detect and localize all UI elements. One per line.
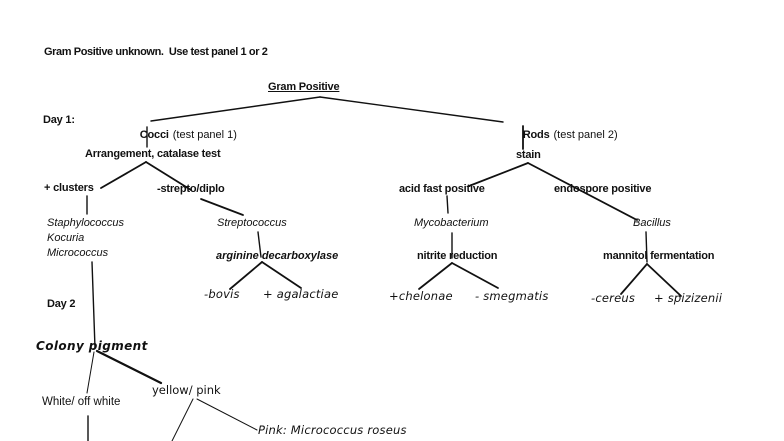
cocci-node: Cocci(test panel 1) bbox=[122, 114, 237, 155]
genus-bacillus: Bacillus bbox=[633, 217, 671, 229]
agalactiae-leaf: + agalactiae bbox=[263, 287, 339, 301]
white-branch-label: White/ off white bbox=[42, 396, 121, 408]
root-node-label: Gram Positive bbox=[268, 81, 340, 93]
connector-arrangement-right bbox=[145, 161, 192, 191]
endospore-result-label: endospore positive bbox=[554, 183, 652, 195]
clusters-result-label: + clusters bbox=[44, 182, 94, 194]
bovis-leaf: -bovis bbox=[204, 287, 240, 301]
cocci-panel-note: (test panel 1) bbox=[172, 129, 237, 141]
connector-stain-left bbox=[468, 162, 529, 187]
rods-panel-note: (test panel 2) bbox=[553, 129, 618, 141]
day2-label: Day 2 bbox=[47, 298, 76, 310]
connector-colony-to-yellowpink bbox=[95, 349, 163, 385]
connector-strepto-diag bbox=[200, 198, 244, 216]
genus-staphylococcus: Staphylococcus bbox=[47, 217, 125, 229]
pink-note: Pink: Micrococcus roseus bbox=[258, 423, 407, 437]
connector-bacillus-down bbox=[645, 231, 648, 263]
day1-label: Day 1: bbox=[43, 114, 75, 126]
smegmatis-leaf: - smegmatis bbox=[475, 289, 549, 303]
rods-node: Rods(test panel 2) bbox=[505, 114, 618, 155]
cocci-label: Cocci bbox=[139, 129, 169, 141]
genus-micrococcus: Micrococcus bbox=[47, 247, 109, 259]
page-title: Gram Positive unknown. Use test panel 1 … bbox=[44, 46, 268, 58]
cereus-leaf: -cereus bbox=[591, 291, 636, 305]
connector-yellowpink-down-left bbox=[171, 398, 194, 441]
acid-fast-result-label: acid fast positive bbox=[399, 183, 485, 195]
nitrite-test-label: nitrite reduction bbox=[417, 250, 498, 262]
genus-kocuria: Kocuria bbox=[47, 232, 85, 244]
connector-streptococcus-down bbox=[257, 231, 262, 258]
rods-label: Rods bbox=[522, 129, 550, 141]
arginine-test-label: arginine decarboxylase bbox=[216, 250, 339, 262]
stain-test-label: stain bbox=[516, 149, 541, 161]
connector-arginine-right bbox=[261, 261, 302, 289]
yellow-pink-branch-label: yellow/ pink bbox=[152, 383, 221, 397]
connector-mannitol-right bbox=[646, 263, 682, 297]
mannitol-test-label: mannitol fermentation bbox=[603, 250, 715, 262]
colony-pigment-test-label: Colony pigment bbox=[36, 339, 148, 353]
connector-acidfast-down bbox=[446, 195, 449, 214]
connector-micrococcus-to-colony bbox=[91, 261, 96, 349]
genus-mycobacterium: Mycobacterium bbox=[414, 217, 489, 229]
connector-root-to-cocci bbox=[150, 96, 321, 122]
connector-arrangement-left bbox=[100, 161, 147, 189]
arrangement-test-label: Arrangement, catalase test bbox=[85, 148, 221, 160]
spizizenii-leaf: + spizizenii bbox=[654, 291, 723, 305]
strepto-result-label: -strepto/diplo bbox=[157, 183, 225, 195]
chelonae-leaf: +chelonae bbox=[389, 289, 453, 303]
connector-stain-to-bacillus bbox=[527, 162, 638, 221]
connector-yellowpink-to-pink bbox=[196, 398, 258, 431]
connector-mannitol-left bbox=[620, 263, 648, 295]
connector-root-to-rods bbox=[319, 96, 504, 123]
connector-nitrite-left bbox=[418, 262, 453, 290]
genus-streptococcus: Streptococcus bbox=[217, 217, 287, 229]
connector-colony-to-white bbox=[86, 351, 95, 394]
connector-arginine-left bbox=[229, 261, 263, 290]
connector-nitrite-right bbox=[451, 262, 499, 289]
